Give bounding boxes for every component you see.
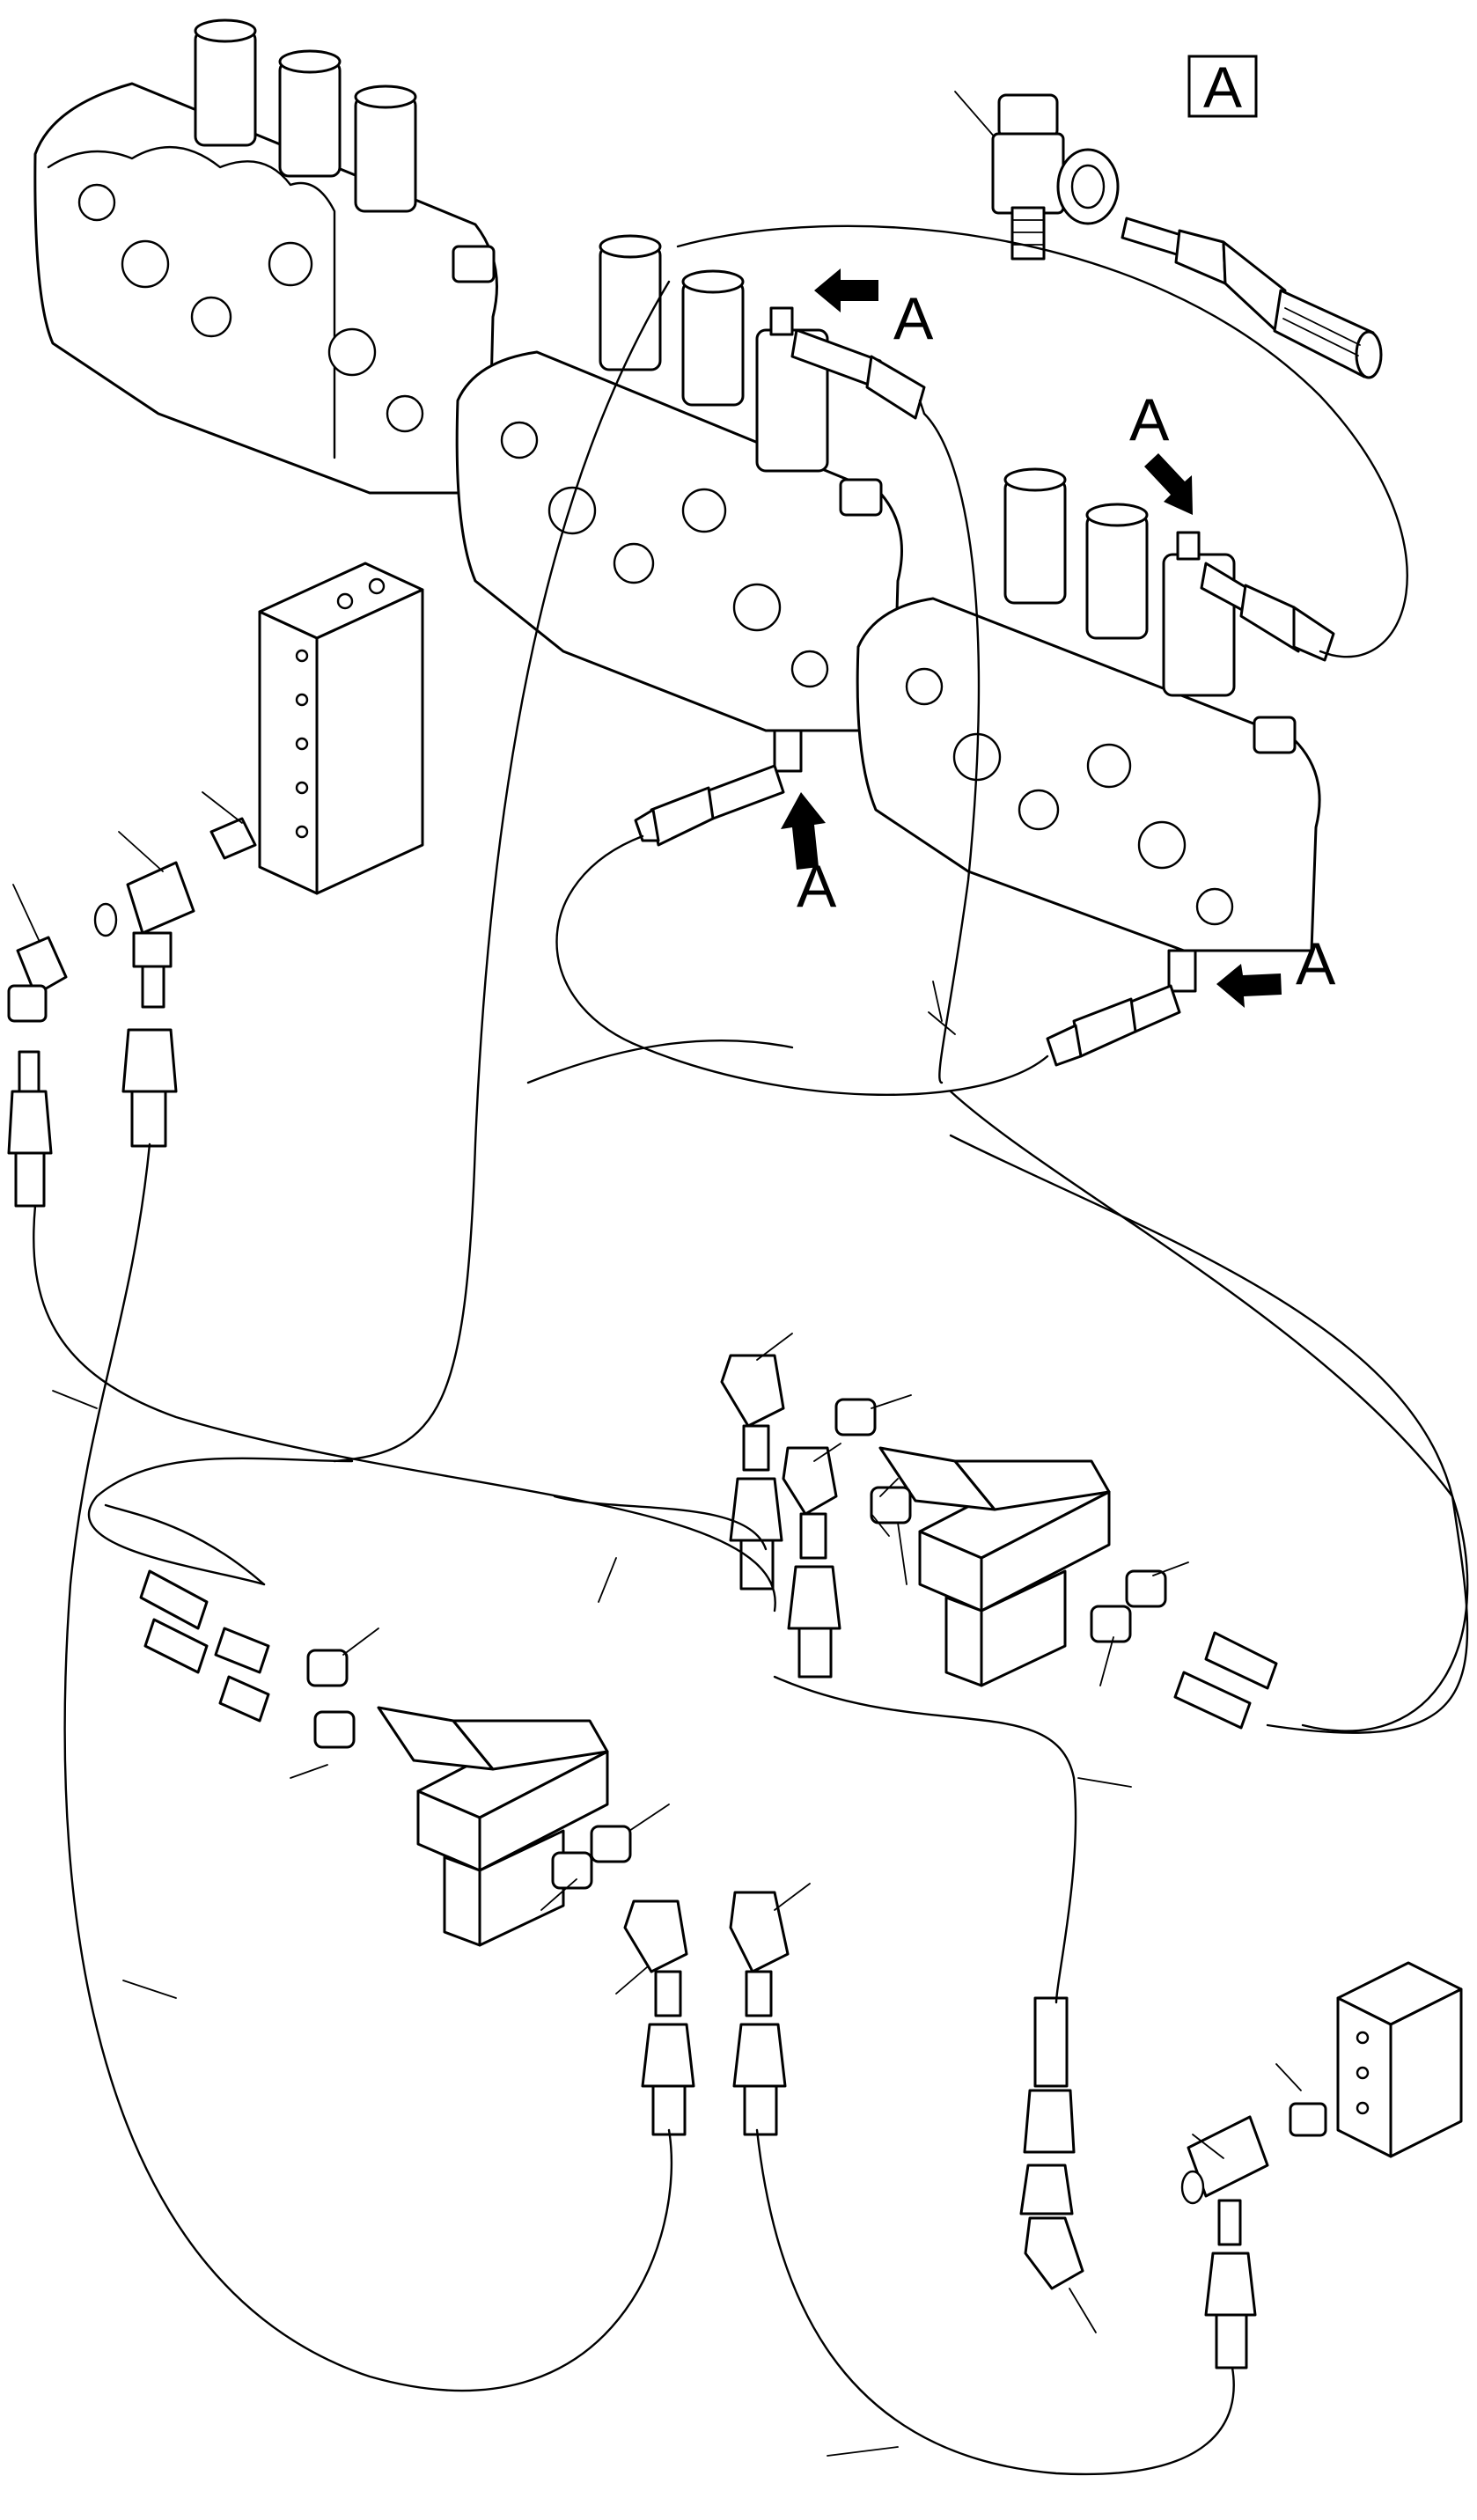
- callout-label: A: [1129, 386, 1170, 453]
- callout-arrow-valve3-top: A: [1129, 386, 1193, 515]
- fittings-right-manifold: [1019, 1996, 1327, 2369]
- detail-swivel-tee-fitting: [954, 91, 1120, 261]
- hose-routing-lines: [33, 224, 1469, 2476]
- pedal-valve-left: [377, 1706, 609, 1947]
- control-valve-2: [455, 234, 903, 773]
- detail-hose-assembly: [1121, 217, 1383, 379]
- manifold-block-right: [1336, 1961, 1463, 2158]
- callout-label: A: [893, 285, 934, 352]
- callout-arrow-valve2-bottom: A: [781, 792, 837, 920]
- callout-label: A: [1296, 930, 1336, 997]
- control-valve-3: [856, 467, 1321, 993]
- detail-view-frame: A: [1187, 55, 1258, 120]
- pedal-valve-right: [878, 1446, 1111, 1687]
- control-valve-1: [33, 18, 498, 495]
- callout-arrow-valve3-bottom: A: [1216, 930, 1336, 1008]
- hose-valve3-bottom: [1046, 984, 1181, 1067]
- callout-label: A: [797, 853, 837, 920]
- manifold-block-left: [258, 562, 424, 895]
- detail-view-label: A: [1203, 55, 1242, 120]
- fittings-left-manifold: [7, 817, 257, 1208]
- callout-arrow-valve2-top: A: [814, 268, 934, 352]
- hose-valve2-top: [790, 328, 926, 420]
- hose-valve2-bottom: [634, 764, 785, 847]
- leader-lines: [12, 791, 1302, 2333]
- fittings-left-pedal: [139, 1569, 790, 2136]
- hose-valve3-top: [1200, 562, 1335, 662]
- fittings-right-pedal: [720, 1354, 1278, 1730]
